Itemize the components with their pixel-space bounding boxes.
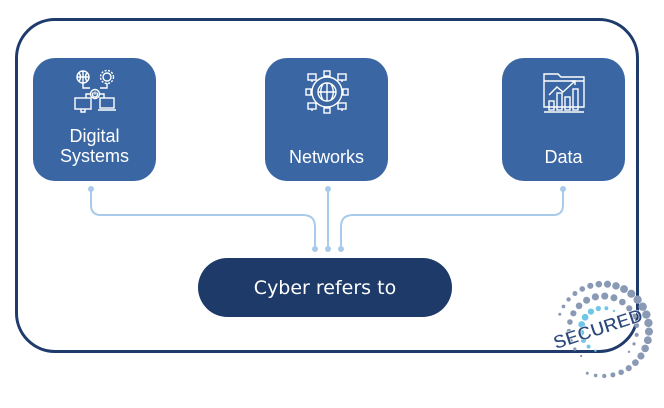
badge-dot bbox=[595, 305, 601, 312]
badge-dot bbox=[644, 318, 653, 328]
badge-dot bbox=[638, 302, 647, 311]
cyber-refers-to-pill: Cyber refers to bbox=[198, 258, 452, 317]
badge-dot bbox=[581, 313, 589, 321]
connector-dot-networks-top bbox=[325, 186, 331, 192]
badge-dot bbox=[632, 359, 639, 366]
badge-dot bbox=[612, 282, 620, 290]
digital-systems-label: Digital Systems bbox=[59, 126, 129, 166]
badge-dot bbox=[579, 354, 583, 358]
digital-systems-icon bbox=[73, 69, 116, 113]
connector-dot-digital-top bbox=[88, 186, 94, 192]
badge-dot bbox=[631, 313, 637, 320]
badge-dot bbox=[579, 286, 586, 292]
badge-dot bbox=[568, 338, 573, 343]
network-globe-icon bbox=[304, 70, 349, 114]
secured-text: SECURED bbox=[551, 305, 646, 354]
badge-dot bbox=[603, 280, 612, 288]
badge-dot bbox=[566, 328, 572, 334]
badge-dot bbox=[561, 304, 566, 309]
badge-dot bbox=[619, 298, 626, 306]
data-label: Data bbox=[544, 147, 583, 167]
badge-dot bbox=[626, 305, 633, 312]
badge-dot bbox=[620, 285, 628, 294]
badge-dot bbox=[610, 294, 618, 302]
badge-dot bbox=[558, 312, 562, 316]
badge-dot bbox=[632, 342, 636, 346]
connector-digital bbox=[90, 189, 316, 248]
badge-dot bbox=[604, 306, 609, 311]
connector-dot-left-bottom bbox=[312, 246, 318, 252]
badge-dot bbox=[633, 295, 642, 304]
outer-frame bbox=[15, 18, 639, 353]
connector-data bbox=[340, 189, 564, 248]
badge-dot bbox=[567, 319, 573, 325]
data-chart-folder-icon bbox=[542, 73, 585, 113]
badge-dot bbox=[587, 282, 594, 289]
badge-dot bbox=[634, 323, 640, 328]
badge-dot bbox=[602, 373, 607, 379]
badge-dot bbox=[583, 296, 591, 304]
badge-dot bbox=[610, 372, 616, 378]
badge-dot bbox=[585, 371, 589, 375]
networks-card: Networks bbox=[265, 58, 388, 181]
digital-systems-card: Digital Systems bbox=[33, 58, 156, 181]
badge-dot bbox=[594, 349, 597, 352]
badge-dot bbox=[575, 302, 583, 310]
center-label: Cyber refers to bbox=[253, 276, 397, 299]
badge-dot bbox=[586, 344, 591, 349]
badge-dot bbox=[643, 336, 652, 345]
badge-dot bbox=[580, 337, 587, 343]
badge-dot bbox=[618, 369, 624, 376]
badge-dot bbox=[593, 373, 598, 378]
badge-dot bbox=[591, 293, 599, 301]
connector-dot-right-bottom bbox=[338, 246, 344, 252]
badge-dot bbox=[642, 310, 651, 319]
badge-dot bbox=[641, 344, 649, 353]
badge-dot bbox=[627, 350, 631, 354]
badge-dot bbox=[578, 321, 586, 328]
badge-dot bbox=[644, 327, 654, 336]
secured-badge-icon: SECURED bbox=[551, 280, 654, 379]
badge-dot bbox=[587, 308, 595, 315]
badge-dot bbox=[634, 332, 639, 337]
connector-dot-center-bottom bbox=[325, 246, 331, 252]
badge-dot bbox=[637, 352, 645, 360]
badge-dot bbox=[570, 310, 577, 317]
badge-dot bbox=[595, 280, 603, 288]
badge-dot bbox=[625, 365, 632, 372]
badge-dot bbox=[578, 329, 585, 336]
badge-dot bbox=[627, 289, 636, 298]
badge-dot bbox=[612, 309, 616, 313]
connector-dot-data-top bbox=[560, 186, 566, 192]
networks-label: Networks bbox=[288, 147, 364, 167]
badge-dot bbox=[572, 291, 578, 297]
badge-dot bbox=[601, 292, 609, 300]
badge-dot bbox=[566, 297, 571, 302]
badge-dot bbox=[573, 347, 577, 351]
data-card: Data bbox=[502, 58, 625, 181]
